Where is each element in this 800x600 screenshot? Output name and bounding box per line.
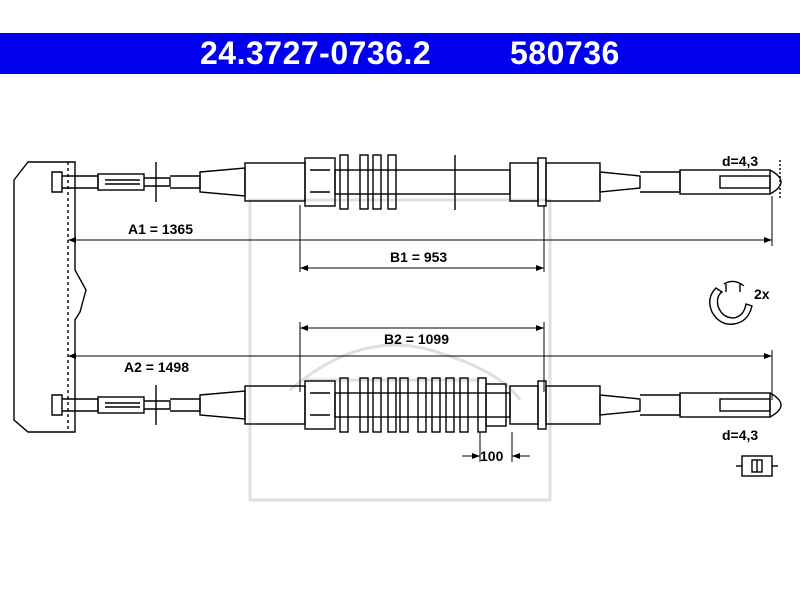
label-b1: B1 = 953 xyxy=(390,249,447,265)
end-fitting-icon xyxy=(736,455,778,477)
label-diameter-bottom: d=4,3 xyxy=(722,427,758,443)
left-bracket xyxy=(13,161,87,433)
dimension-b1 xyxy=(299,205,545,272)
short-number: 580736 xyxy=(510,35,620,71)
title-bar: 24.3727-0736.2 580736 xyxy=(0,33,800,74)
dimension-a2 xyxy=(68,350,773,400)
dimension-a1 xyxy=(68,196,773,246)
bottom-cable xyxy=(51,377,782,433)
top-cable xyxy=(51,154,782,210)
label-b2: B2 = 1099 xyxy=(384,331,449,347)
watermark-logo xyxy=(248,198,552,502)
label-a2: A2 = 1498 xyxy=(124,359,189,375)
dimension-spacing xyxy=(462,432,530,462)
part-number: 24.3727-0736.2 xyxy=(200,35,432,71)
clip-quantity: 2x xyxy=(754,286,770,302)
label-a1: A1 = 1365 xyxy=(128,221,193,237)
label-spacing: 100 xyxy=(480,448,504,464)
retaining-clip-icon xyxy=(709,280,753,325)
label-diameter-top: d=4,3 xyxy=(722,153,758,169)
